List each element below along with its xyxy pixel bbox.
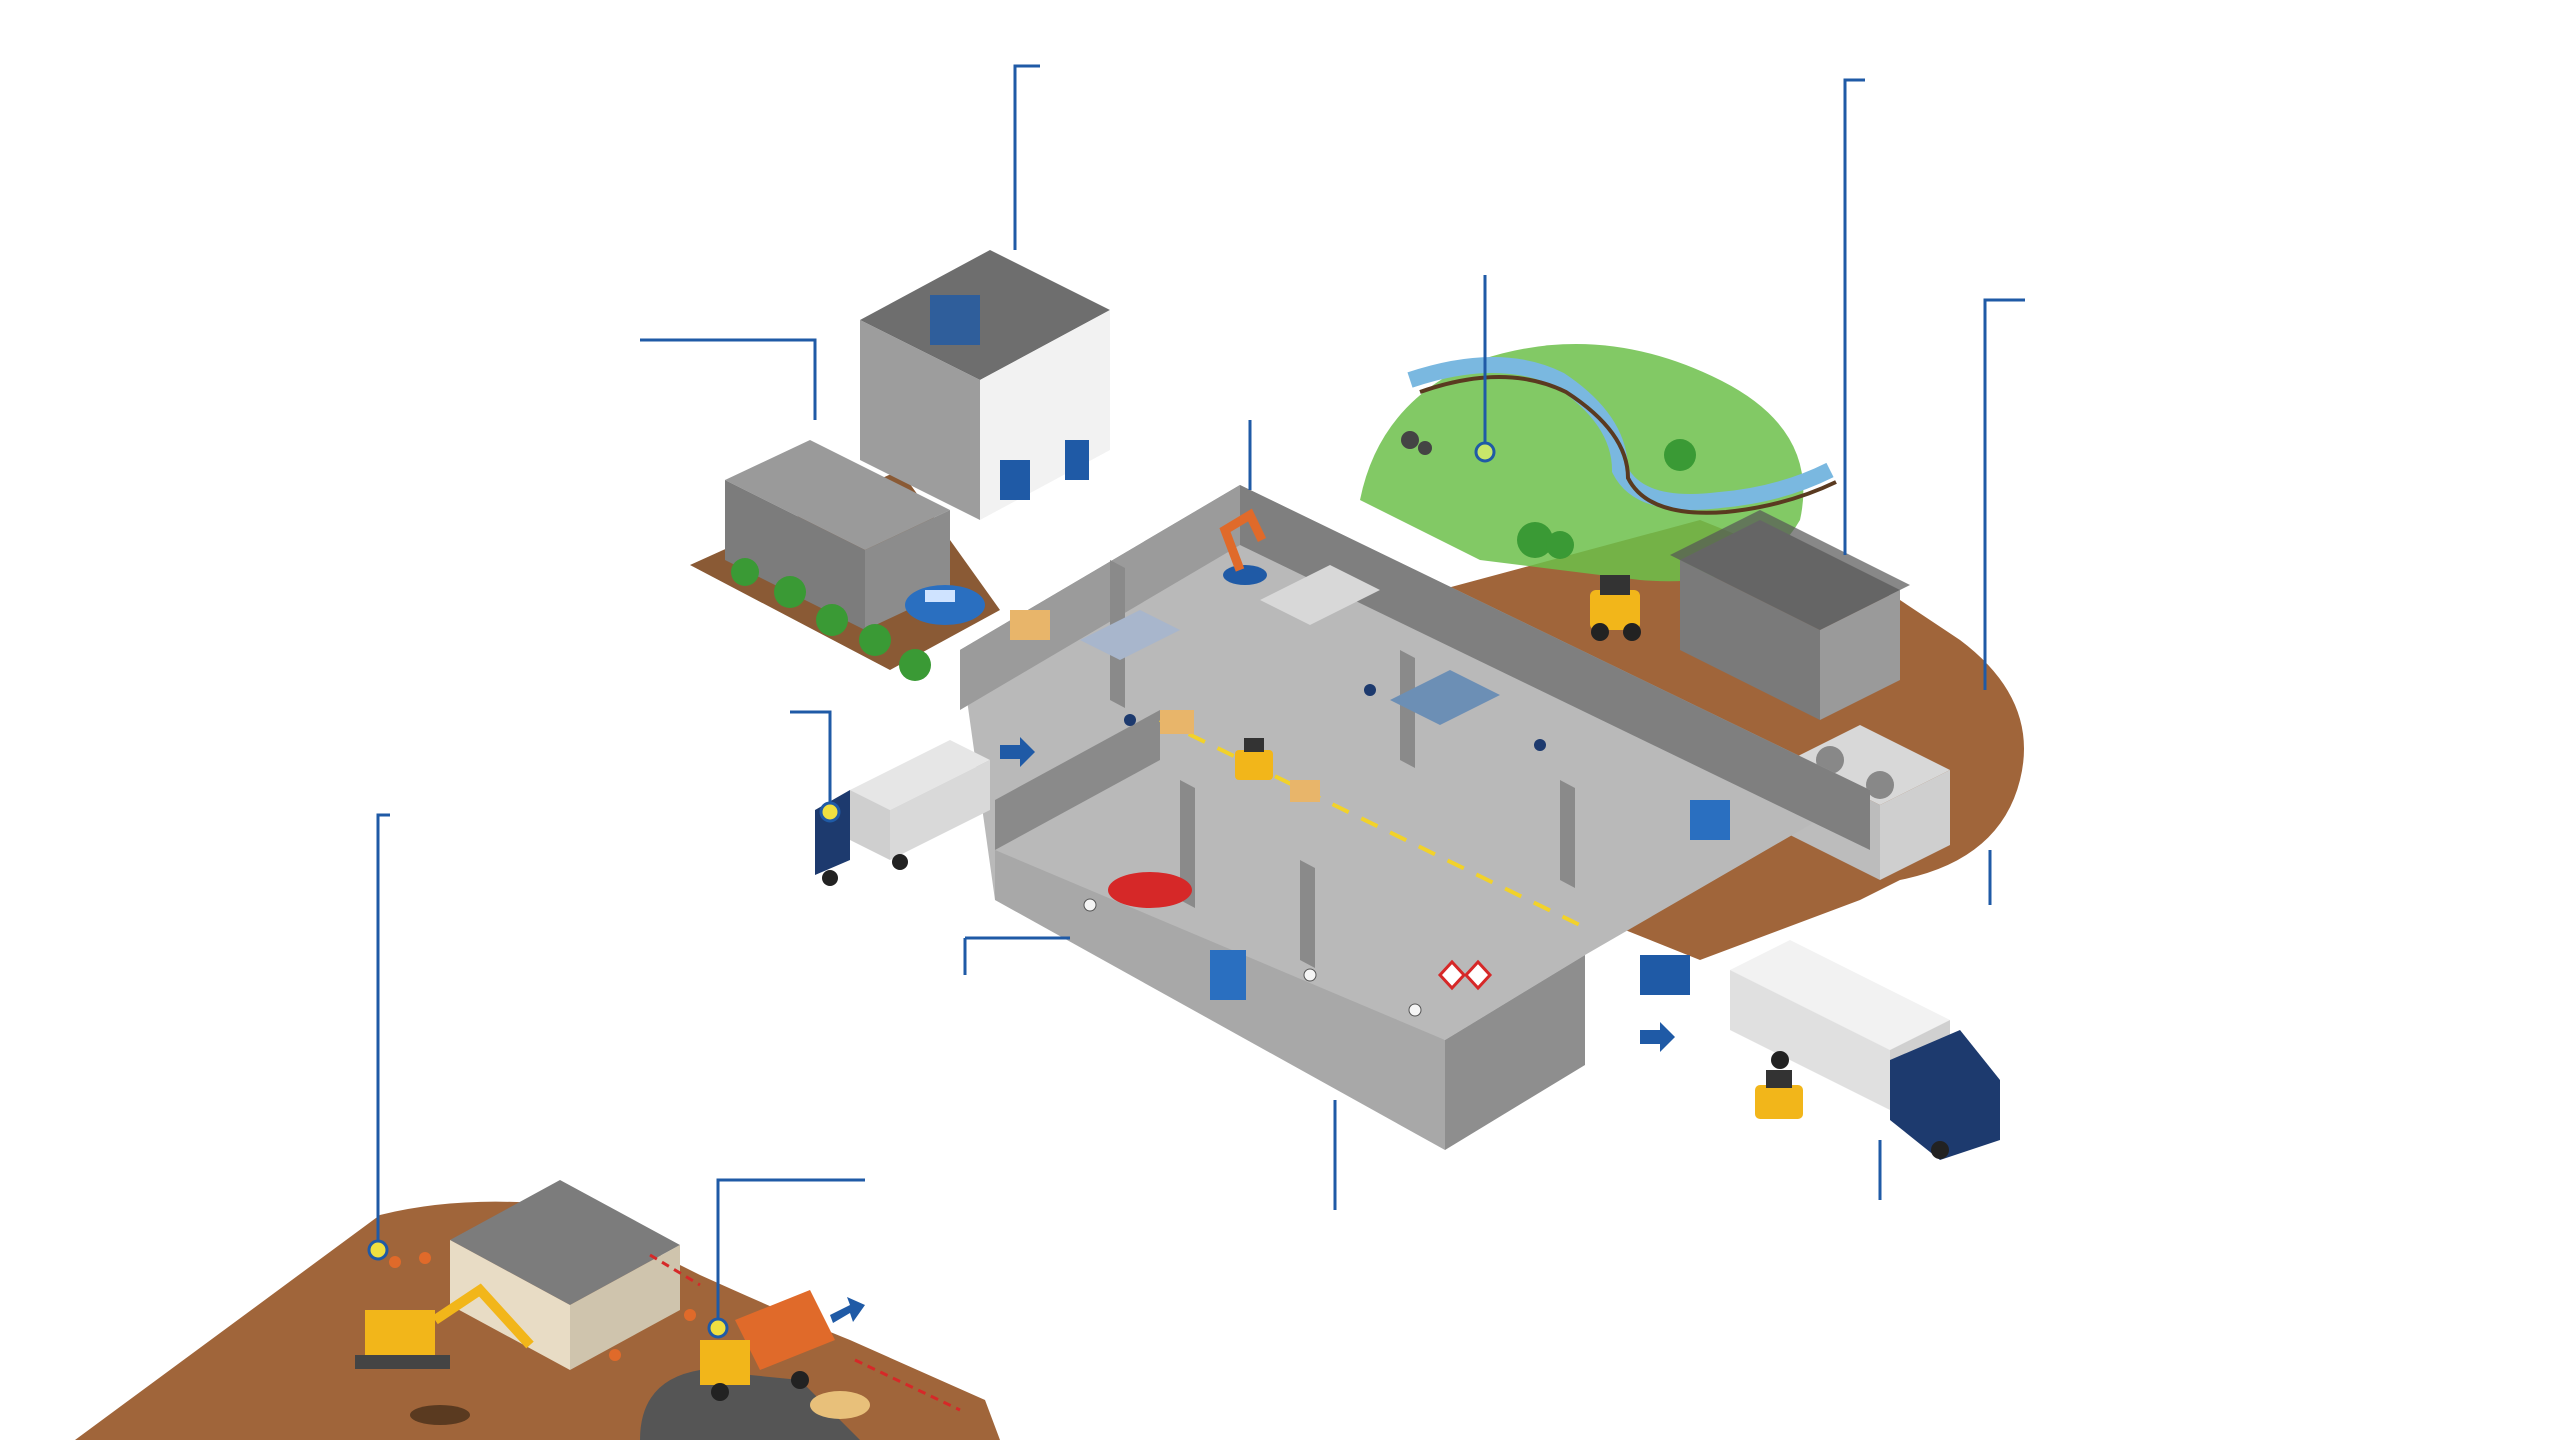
pallet-icon <box>1010 610 1050 640</box>
callout-line-cooling[interactable] <box>1983 298 2025 690</box>
truck-outbound-icon <box>1730 940 2000 1160</box>
lab-equipment-icon <box>1640 955 1690 995</box>
hotspot-markers <box>367 441 1496 1339</box>
hazard-sign-icon <box>1463 959 1493 991</box>
callout-line-demolition-left[interactable] <box>376 813 390 1250</box>
factory-building <box>960 485 1870 1150</box>
bush-icon <box>1546 531 1574 559</box>
callout-lines <box>376 64 2025 1328</box>
car-icon <box>1108 872 1192 908</box>
barrier-tape <box>649 1253 701 1287</box>
hotspot-marker-truck-inbound[interactable] <box>819 801 841 823</box>
well-icon <box>1401 431 1419 449</box>
river-bank <box>1419 375 1837 515</box>
bush-icon <box>899 649 931 681</box>
callout-line-storage-shed[interactable] <box>1843 78 1865 555</box>
worker-icon <box>419 1252 431 1264</box>
dirt-pile-icon <box>410 1405 470 1425</box>
storage-shed <box>1670 510 1910 720</box>
worker-icon <box>1303 968 1317 982</box>
robot-arm-icon <box>1219 508 1267 585</box>
machine-icon <box>1390 670 1500 725</box>
excavator-icon <box>355 1283 534 1369</box>
window-icon <box>1065 440 1089 480</box>
callout-line-office-left[interactable] <box>640 338 817 420</box>
pallet-icon <box>1160 710 1194 734</box>
truck-inbound-icon <box>815 740 990 886</box>
worker-icon <box>389 1256 401 1268</box>
worker-icon <box>684 1309 696 1321</box>
hotspot-marker-demolition[interactable] <box>367 1239 389 1261</box>
bush-icon <box>731 558 759 586</box>
bush-icon <box>1664 439 1696 471</box>
demolition-site <box>75 1180 1000 1440</box>
worker-icon <box>1083 898 1097 912</box>
river <box>1407 357 1834 510</box>
fan-icon <box>1816 746 1844 774</box>
wheel-loader-icon <box>1590 575 1641 641</box>
worker-icon <box>1364 684 1376 696</box>
callout-line-office-top[interactable] <box>1013 64 1040 250</box>
forklift-icon <box>1235 738 1273 780</box>
bush-icon <box>859 624 891 656</box>
worker-icon <box>609 1349 621 1361</box>
door-icon <box>1000 460 1030 500</box>
arrow-right-icon <box>1640 1022 1675 1052</box>
arrow-right-icon <box>1000 737 1035 767</box>
fan-icon <box>1866 771 1894 799</box>
machine-icon <box>1080 610 1180 660</box>
bush-icon <box>774 576 806 608</box>
dirt-pile-icon <box>810 1391 870 1419</box>
bush-icon <box>816 604 848 636</box>
floor-lane-marking <box>1159 718 1591 932</box>
arrow-right-icon <box>830 1297 865 1323</box>
road <box>640 1370 860 1440</box>
barrier-tape <box>854 1358 961 1412</box>
window-icon <box>930 295 980 345</box>
callout-line-dump-truck[interactable] <box>716 1178 865 1328</box>
machine-icon <box>1260 565 1380 625</box>
bush-icon <box>1517 522 1553 558</box>
callout-line-truck-inbound[interactable] <box>790 710 832 812</box>
grass-area <box>1360 344 1804 582</box>
hotspot-marker-green-area[interactable] <box>1474 441 1496 463</box>
well-icon <box>1418 441 1432 455</box>
hotspot-marker-dump-truck[interactable] <box>707 1317 729 1339</box>
worker-icon <box>1124 714 1136 726</box>
forklift-icon <box>1755 1070 1803 1119</box>
car-icon <box>905 585 985 625</box>
worker-icon <box>1534 739 1546 751</box>
office-building <box>690 250 1110 681</box>
lab-equipment-icon <box>1690 800 1730 840</box>
lab-equipment-icon <box>1210 950 1246 1000</box>
pallet-icon <box>1290 780 1320 802</box>
dump-truck-icon <box>700 1290 835 1401</box>
worker-icon <box>1408 1003 1422 1017</box>
